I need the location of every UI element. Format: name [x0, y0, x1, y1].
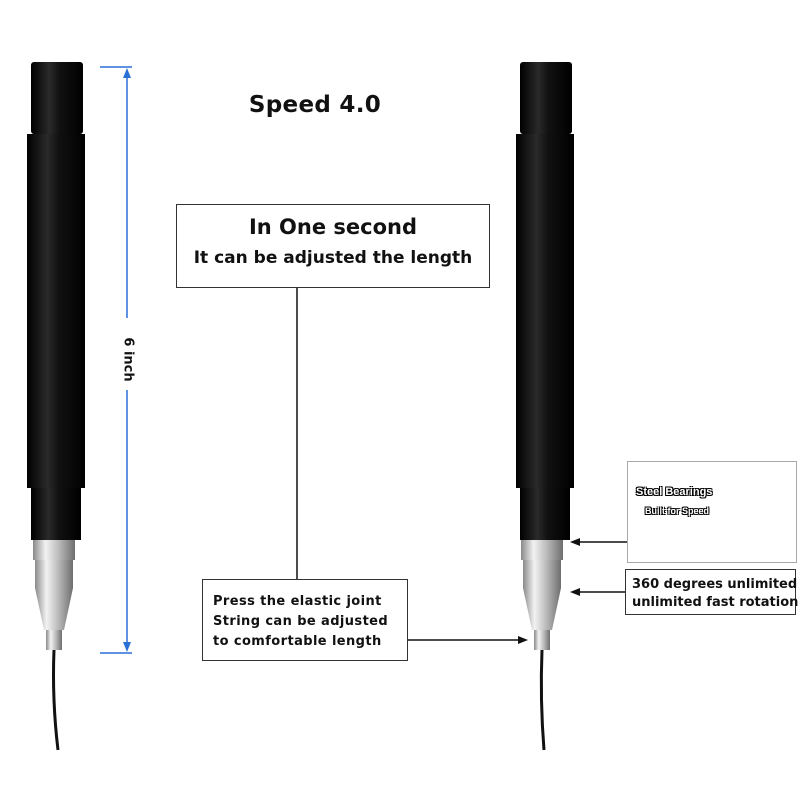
feature-heading: In One second [248, 215, 418, 239]
feature-box-joint: Press the elastic joint String can be ad… [202, 579, 408, 661]
feature-box-rotation: 360 degrees unlimited unlimited fast rot… [625, 569, 799, 615]
dimension-line [100, 66, 132, 654]
feature-box-bearings: Steel Bearings Built for Speed [627, 461, 797, 563]
connector-lines [296, 288, 627, 644]
joint-line-3: to comfortable length [213, 634, 382, 649]
product-title: Speed 4.0 [248, 92, 382, 118]
bearings-label: Steel Bearings [636, 486, 713, 498]
right-handle [516, 62, 574, 751]
left-handle [27, 62, 85, 751]
feature-box-adjust: In One second It can be adjusted the len… [176, 204, 490, 288]
feature-subheading: It can be adjusted the length [193, 248, 473, 268]
dimension-label: 6 inch [120, 337, 136, 382]
rotation-line-2: unlimited fast rotation [632, 595, 799, 610]
bearings-sublabel: Built for Speed [645, 506, 710, 516]
joint-line-2: String can be adjusted [213, 614, 389, 629]
joint-line-1: Press the elastic joint [213, 594, 382, 609]
rotation-line-1: 360 degrees unlimited [632, 577, 798, 592]
